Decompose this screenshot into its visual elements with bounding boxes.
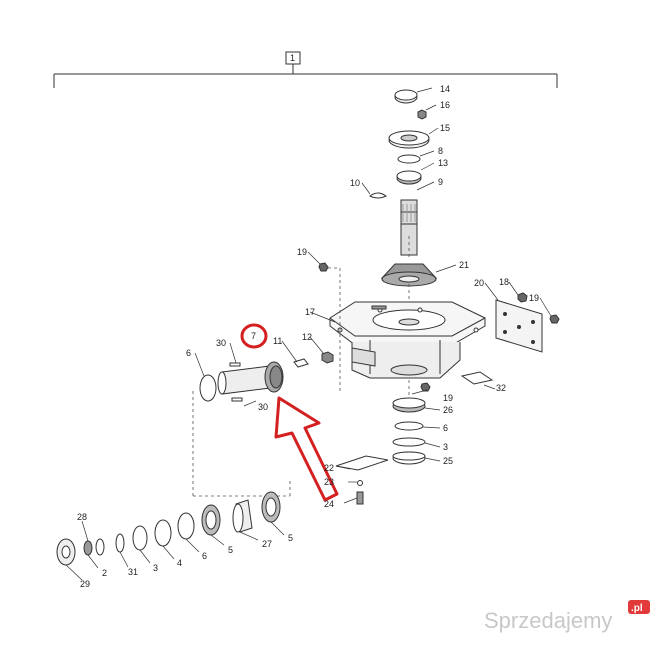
callout-label: 5 [288, 533, 293, 543]
callout-label: 5 [228, 545, 233, 555]
callout-label: 28 [77, 512, 87, 522]
group-number: 1 [290, 53, 295, 63]
callout-label: 20 [474, 278, 484, 288]
pin-part [229, 362, 241, 367]
highlight-overlay [240, 323, 339, 502]
callout-label: 10 [350, 178, 360, 188]
vertical-shaft-parts [369, 89, 438, 287]
bolt-part [356, 491, 364, 505]
highlight-circle [240, 323, 268, 349]
shim-part [460, 371, 494, 385]
callout-label: 13 [438, 158, 448, 168]
bolt-part [417, 109, 427, 120]
bolt-part [517, 292, 528, 303]
callout-label: 14 [440, 84, 450, 94]
pin-part [231, 397, 243, 402]
callout-label: 6 [202, 551, 207, 561]
ring-part [115, 533, 125, 553]
snap-ring-part [397, 154, 421, 164]
group-bracket [53, 51, 558, 88]
washer-part [95, 538, 105, 556]
callout-label: 8 [438, 146, 443, 156]
callout-label: 3 [153, 563, 158, 573]
watermark-text: Sprzedajemy [484, 608, 612, 633]
callout-label: 3 [443, 442, 448, 452]
callout-label: 30 [258, 402, 268, 412]
callout-label: 16 [440, 100, 450, 110]
callout-label: 21 [459, 260, 469, 270]
callout-label: 12 [302, 332, 312, 342]
o-ring-part [177, 512, 195, 540]
pinion-shaft-assembly [199, 361, 284, 402]
lower-bearing-stack [392, 397, 426, 465]
strap-part [335, 455, 389, 471]
o-ring-part [199, 374, 217, 402]
highlight-arrow [274, 396, 339, 502]
callout-label: 27 [262, 539, 272, 549]
callout-label: 19 [443, 393, 453, 403]
callout-label: 18 [499, 277, 509, 287]
callout-label: 2 [102, 568, 107, 578]
callout-label: 29 [80, 579, 90, 589]
callout-label: 25 [443, 456, 453, 466]
pinion-shaft-part [221, 365, 271, 395]
callout-label: 32 [496, 383, 506, 393]
snap-ring-part [132, 525, 148, 551]
callout-label: 15 [440, 123, 450, 133]
callout-label: 6 [186, 348, 191, 358]
bolt-part [549, 314, 560, 324]
callout-label: 23 [324, 477, 334, 487]
callout-label: 31 [128, 567, 138, 577]
bottom-parts-row [56, 491, 281, 566]
callout-label: 17 [305, 307, 315, 317]
callout-label: 4 [177, 558, 182, 568]
bolt-part [318, 262, 329, 272]
callout-label: 6 [443, 423, 448, 433]
callout-label: 11 [273, 336, 282, 346]
plug-part [321, 351, 334, 364]
callout-label: 7 [251, 331, 256, 341]
callout-labels: 14 16 15 8 13 9 10 19 21 20 18 19 17 12 … [77, 84, 539, 589]
cover-plate-part [495, 299, 543, 353]
ring-part [154, 519, 172, 547]
bolt-part [420, 382, 431, 392]
callout-label: 30 [216, 338, 226, 348]
callout-label: 19 [297, 247, 307, 257]
callout-label: 19 [529, 293, 539, 303]
watermark-badge-text: .pl [631, 603, 643, 614]
watermark-badge [628, 600, 650, 614]
callout-label: 22 [324, 463, 334, 473]
nut-part [83, 540, 93, 556]
watermark: Sprzedajemy .pl [484, 600, 650, 633]
leader-lines [65, 87, 552, 581]
gearbox-housing [329, 301, 486, 379]
circlip-part [369, 192, 387, 199]
callout-label: 24 [324, 499, 334, 509]
key-part [293, 358, 309, 368]
callout-label: 9 [438, 177, 443, 187]
callout-label: 26 [443, 405, 453, 415]
washer-part [357, 480, 363, 486]
